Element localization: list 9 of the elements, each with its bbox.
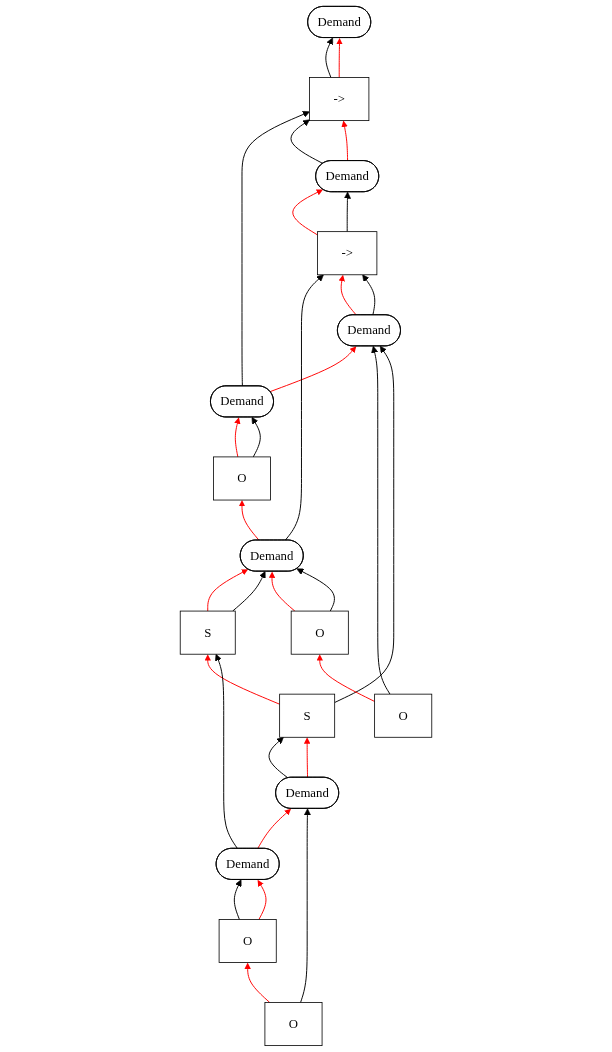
node-box: O <box>374 693 433 738</box>
node-box: S <box>279 693 336 738</box>
node-box: -> <box>317 231 378 276</box>
node-box: O <box>213 456 271 501</box>
node-box: S <box>179 610 236 655</box>
node-box: O <box>290 610 349 655</box>
node-box: O <box>218 919 277 963</box>
node-box: -> <box>309 77 370 122</box>
node-box: O <box>264 1002 323 1046</box>
